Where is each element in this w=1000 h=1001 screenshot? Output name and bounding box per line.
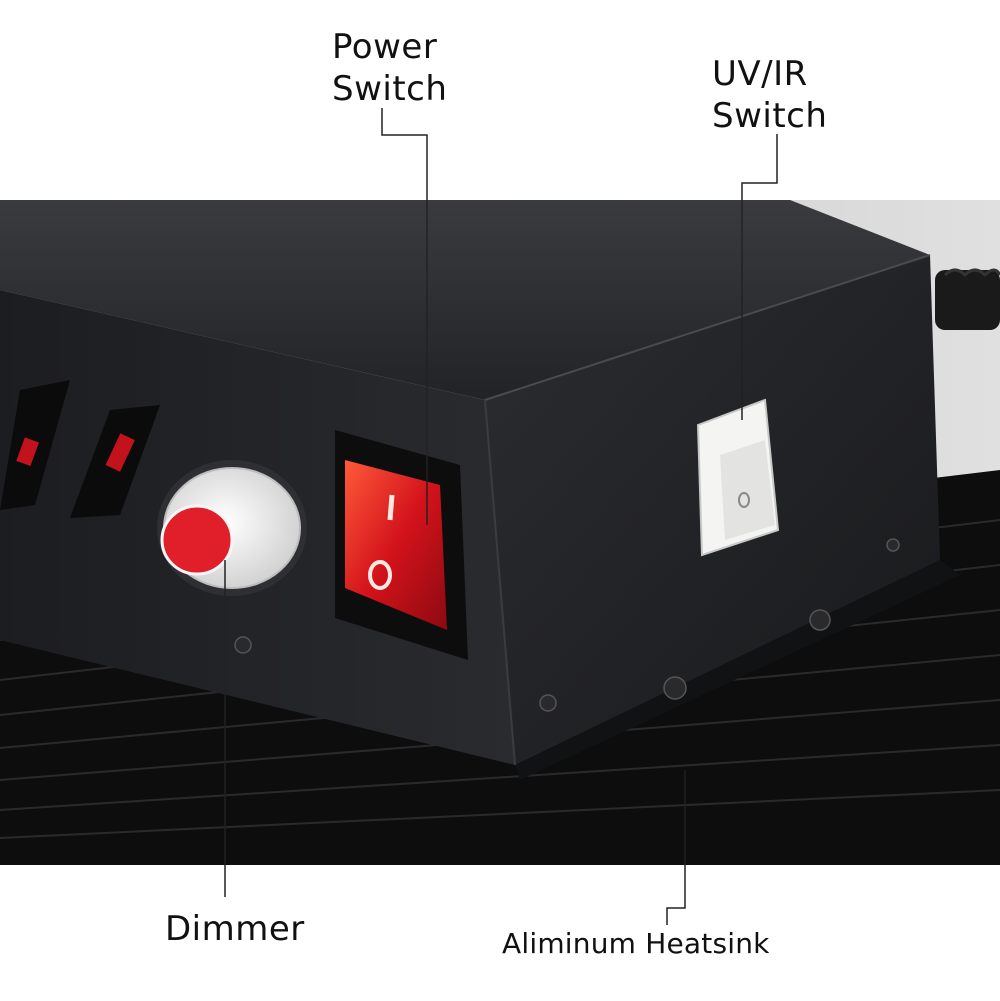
- uv-ir-rocker-switch-icon[interactable]: [696, 398, 780, 557]
- power-switch-label-line-2: Switch: [332, 69, 448, 109]
- rocker-on-mark: [387, 494, 395, 521]
- power-cord-plug-icon: [935, 268, 1000, 330]
- uv-ir-switch-label: UV/IR Switch: [712, 53, 827, 137]
- lower-background: [0, 865, 1000, 1001]
- indicator-slot-2: [70, 405, 160, 518]
- screws: [234, 538, 900, 712]
- rocker-off-mark: [368, 560, 392, 590]
- uv-ir-switch-label-line-1: UV/IR: [712, 54, 808, 94]
- callout-lines: [224, 108, 778, 925]
- power-switch-label-line-1: Power: [332, 27, 438, 67]
- power-rocker-switch-icon[interactable]: [335, 430, 468, 660]
- driver-box-flange: [515, 560, 960, 780]
- heatsink-label: Aliminum Heatsink: [502, 927, 770, 960]
- dimmer-label: Dimmer: [165, 909, 305, 949]
- indicator-slot-1: [0, 380, 70, 510]
- power-switch-label: Power Switch: [332, 26, 447, 110]
- dimmer-knob-icon[interactable]: [157, 460, 307, 596]
- uv-ir-switch-label-line-2: Switch: [712, 96, 828, 136]
- driver-box-top: [0, 200, 930, 400]
